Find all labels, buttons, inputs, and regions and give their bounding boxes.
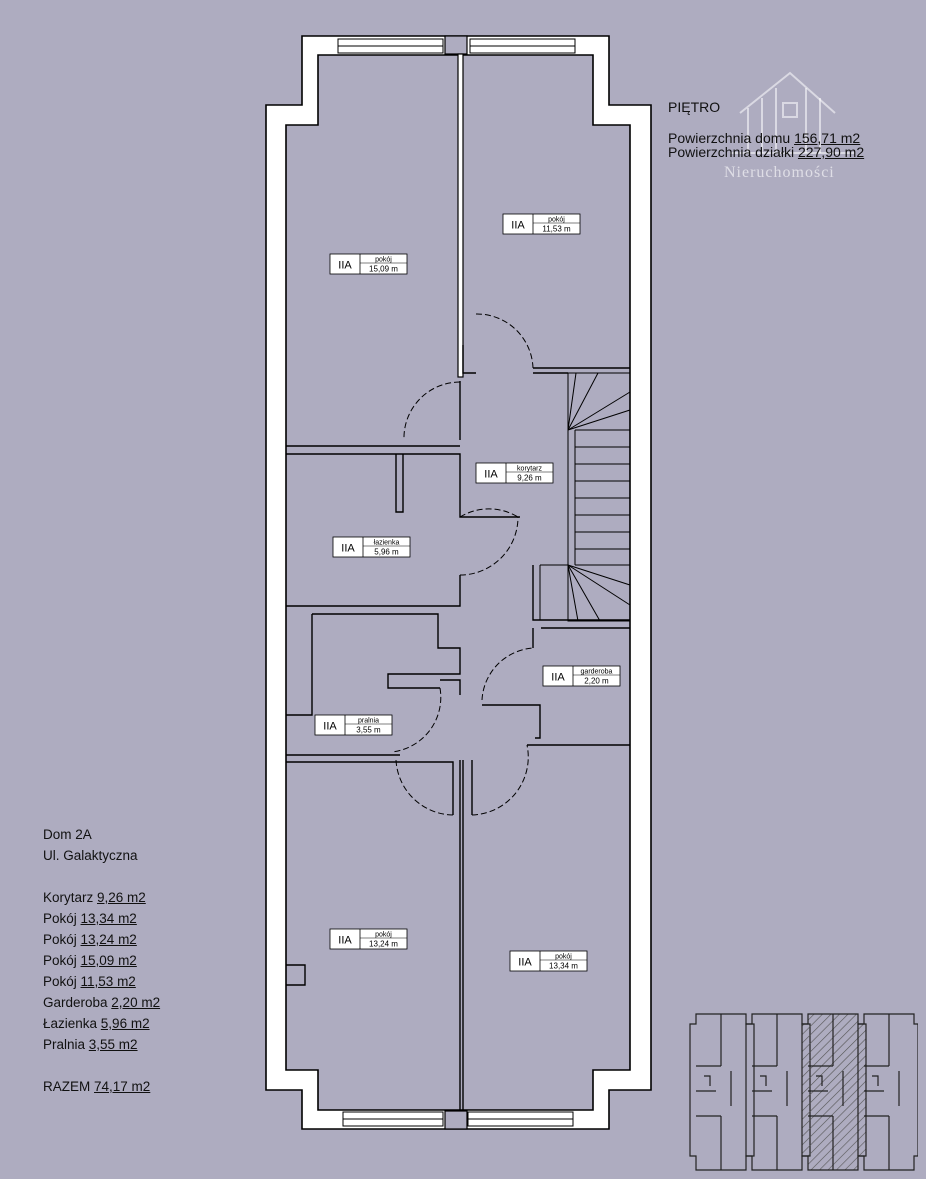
room-summary-area: 5,96 m2 (100, 1016, 150, 1031)
room-summary-item: Pokój 13,34 m2 (43, 908, 160, 929)
room-area: 15,09 m (369, 265, 398, 274)
room-code: IIA (511, 220, 525, 232)
windows (337, 38, 576, 1127)
room-code: IIA (551, 672, 565, 684)
total-area: RAZEM 74,17 m2 (43, 1079, 151, 1094)
room-code: IIA (341, 543, 355, 555)
room-code: IIA (338, 935, 352, 947)
room-name: pralnia (358, 718, 379, 725)
room-area: 13,24 m (369, 940, 398, 949)
partition-wall (444, 35, 468, 55)
room-summary-name: Pokój (43, 953, 81, 968)
room-summary-name: Pokój (43, 911, 81, 926)
room-code: IIA (518, 957, 532, 969)
room-summary-item: Pokój 15,09 m2 (43, 950, 160, 971)
house-name: Dom 2A (43, 827, 92, 842)
room-summary-area: 11,53 m2 (80, 974, 136, 989)
room-summary-area: 13,34 m2 (80, 911, 137, 926)
partition-wall (457, 53, 464, 378)
room-name: pokój (375, 257, 392, 264)
room-summary-area: 13,24 m2 (80, 932, 137, 947)
room-summary-item: Korytarz 9,26 m2 (43, 887, 160, 908)
room-code: IIA (338, 260, 352, 272)
room-code: IIA (323, 721, 337, 733)
room-area: 13,34 m (549, 962, 578, 971)
room-summary-item: Łazienka 5,96 m2 (43, 1013, 160, 1034)
room-name: pokój (555, 954, 572, 961)
room-summary-area: 3,55 m2 (88, 1037, 138, 1052)
room-summary-name: Garderoba (43, 995, 112, 1010)
room-summary-name: Korytarz (43, 890, 98, 905)
street-name: Ul. Galaktyczna (43, 848, 138, 863)
room-area: 9,26 m (517, 474, 542, 483)
room-summary-name: Pralnia (43, 1037, 89, 1052)
room-summary-name: Pokój (43, 932, 81, 947)
door-swings (391, 313, 534, 816)
room-summary-item: Garderoba 2,20 m2 (43, 992, 160, 1013)
room-area: 2,20 m (584, 677, 609, 686)
room-summary-item: Pralnia 3,55 m2 (43, 1034, 160, 1055)
room-summary-area: 2,20 m2 (111, 995, 161, 1010)
room-summary-item: Pokój 13,24 m2 (43, 929, 160, 950)
site-key-plan (689, 1013, 918, 1171)
watermark-text: Nieruchomości (724, 164, 835, 181)
room-area: 3,55 m (356, 726, 381, 735)
outer-wall (265, 35, 652, 1130)
room-area: 11,53 m (542, 225, 571, 234)
room-summary-area: 15,09 m2 (80, 953, 137, 968)
room-summary-name: Łazienka (43, 1016, 101, 1031)
plan-header: PIĘTRO Powierzchnia domu 156,71 m2 Powie… (668, 99, 864, 159)
floor-title: PIĘTRO (668, 99, 721, 115)
room-code: IIA (484, 469, 498, 481)
room-name: pokój (375, 932, 392, 939)
house-area: Powierzchnia domu 156,71 m2 (668, 130, 861, 146)
room-name: łazienka (374, 540, 400, 547)
staircase (539, 372, 631, 622)
watermark-logo (720, 58, 870, 188)
room-area: 5,96 m (374, 548, 399, 557)
room-name: korytarz (517, 466, 542, 473)
room-summary-item: Pokój 11,53 m2 (43, 971, 160, 992)
room-summary-area: 9,26 m2 (97, 890, 146, 905)
room-summary-name: Pokój (43, 974, 81, 989)
plot-area: Powierzchnia działki 227,90 m2 (668, 144, 865, 160)
interior-walls (286, 345, 630, 1110)
room-name: pokój (548, 217, 565, 224)
room-name: garderoba (581, 669, 613, 676)
partition-wall (444, 1110, 468, 1130)
